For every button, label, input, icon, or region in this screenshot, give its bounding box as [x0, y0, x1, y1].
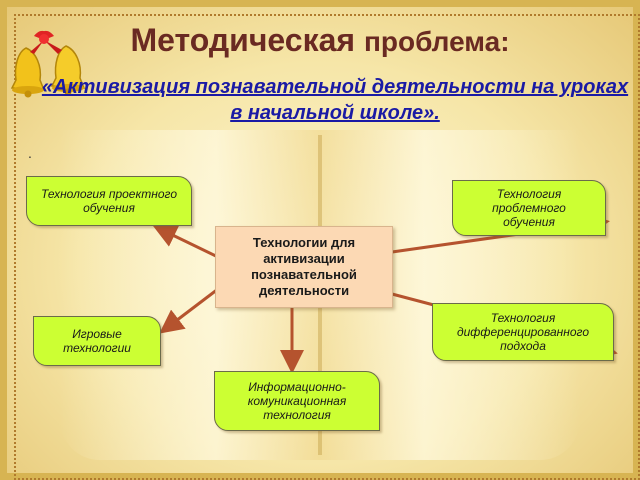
title-word-2: проблема — [363, 26, 501, 57]
slide-subtitle: «Активизация познавательной деятельности… — [41, 76, 629, 124]
node-problem-label: Технология проблемного обучения — [492, 187, 566, 229]
node-problem: Технология проблемного обучения — [452, 180, 606, 236]
node-ict-label: Информационно-комуникационная технология — [247, 380, 347, 422]
decorative-border — [14, 14, 640, 480]
node-differentiated: Технология дифференцированного подхода — [432, 303, 614, 361]
node-game: Игровые технологии — [33, 316, 161, 366]
center-node-label: Технологии для активизации познавательно… — [251, 235, 357, 298]
title-word-1: Методическая — [130, 22, 356, 58]
center-node: Технологии для активизации познавательно… — [215, 226, 393, 308]
node-ict: Информационно-комуникационная технология — [214, 371, 380, 431]
slide-title: Методическая проблема: — [0, 22, 640, 59]
node-project: Технология проектного обучения — [26, 176, 192, 226]
node-project-label: Технология проектного обучения — [40, 187, 178, 215]
bells-icon — [10, 30, 86, 98]
bullet-dot: . — [28, 145, 32, 161]
node-game-label: Игровые технологии — [63, 327, 131, 355]
title-colon: : — [500, 26, 510, 57]
node-differentiated-label: Технология дифференцированного подхода — [456, 311, 589, 353]
